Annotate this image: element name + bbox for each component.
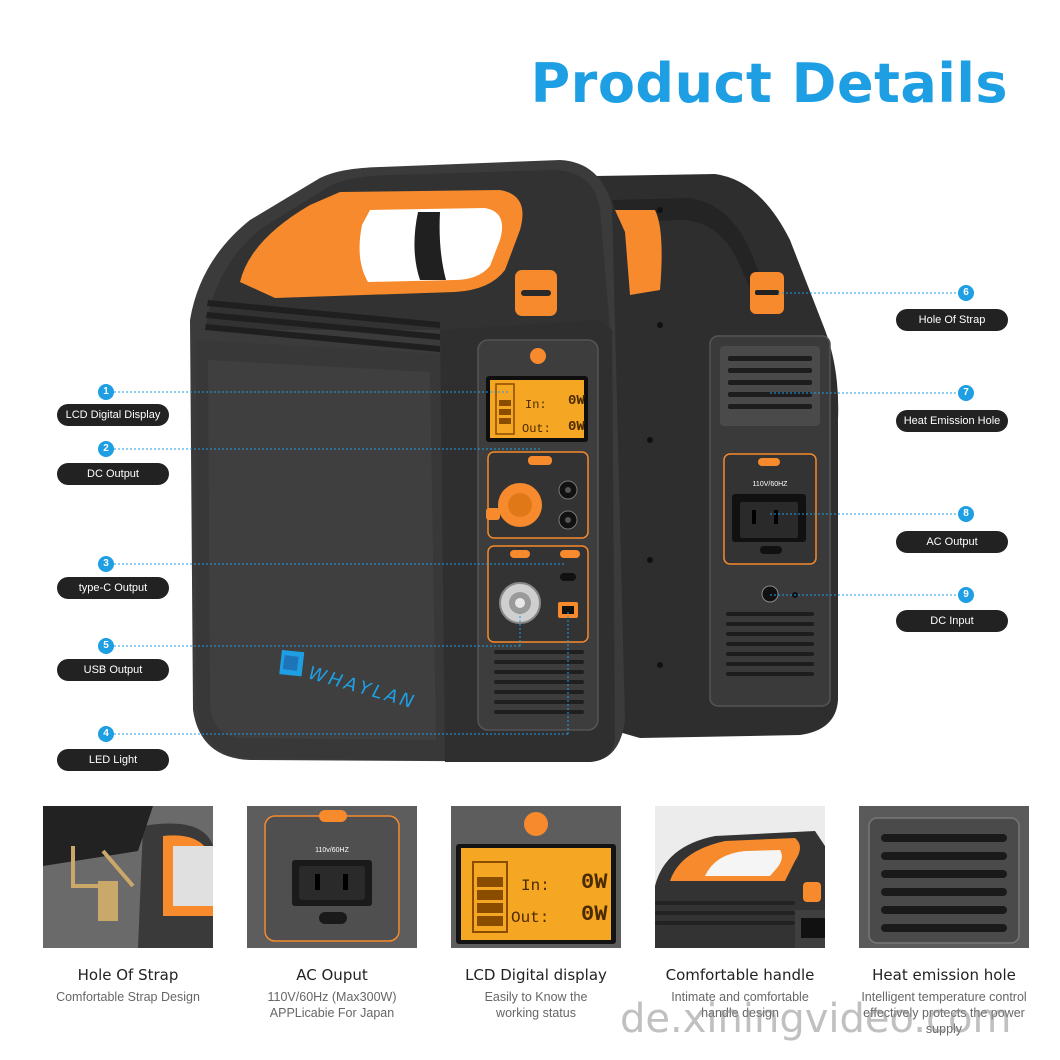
thumb-heat-emission (859, 806, 1029, 948)
callout-number-3: 3 (98, 556, 114, 572)
page-title: Product Details (530, 52, 1008, 115)
thumb-outlet-label: 110v/60HZ (315, 847, 349, 854)
callout-label-heat-emission-hole: Heat Emission Hole (896, 410, 1008, 432)
thumb-lcd-in-label: In: (521, 877, 550, 895)
feature-desc-heat: Intelligent temperature control effectiv… (861, 990, 1027, 1036)
feature-title-ac: AC Ouput (296, 966, 368, 984)
callout-number-4: 4 (98, 726, 114, 742)
lcd-out-value: 0W (568, 419, 585, 435)
thumb-lcd-out-label: Out: (511, 909, 549, 927)
lcd-out-label: Out: (522, 422, 551, 436)
callout-label-hole-of-strap: Hole Of Strap (896, 309, 1008, 331)
feature-desc-handle: Intimate and comfortable handle design (671, 990, 809, 1020)
feature-title-heat: Heat emission hole (872, 966, 1016, 984)
thumb-lcd-in-value: 0W (581, 870, 608, 895)
callout-label-dc-input: DC Input (896, 610, 1008, 632)
callout-label-lcd-display: LCD Digital Display (57, 404, 169, 426)
feature-title-strap: Hole Of Strap (77, 966, 179, 984)
power-station-illustration: 110V/60HZ (114, 160, 958, 762)
feature-title-lcd: LCD Digital display (465, 966, 607, 984)
svg-text:110V/60HZ: 110V/60HZ (753, 481, 789, 488)
callout-number-8: 8 (958, 506, 974, 522)
rear-top-vents (720, 346, 820, 426)
callout-label-dc-output: DC Output (57, 463, 169, 485)
front-unit: In: 0W Out: 0W (190, 160, 625, 762)
rear-unit: 110V/60HZ (595, 174, 839, 738)
callout-number-9: 9 (958, 587, 974, 603)
callout-label-ac-output: AC Output (896, 531, 1008, 553)
callout-number-5: 5 (98, 638, 114, 654)
thumb-ac-output: 110v/60HZ (247, 806, 417, 948)
thumb-hole-of-strap (43, 806, 213, 948)
callout-number-2: 2 (98, 441, 114, 457)
lcd-in-label: In: (525, 398, 547, 412)
callout-number-7: 7 (958, 385, 974, 401)
callout-number-1: 1 (98, 384, 114, 400)
callout-lines (114, 292, 958, 735)
callout-label-usb-output: USB Output (57, 659, 169, 681)
thumb-lcd-display: In: 0W Out: 0W (451, 806, 621, 948)
feature-title-handle: Comfortable handle (665, 966, 815, 984)
feature-desc-strap: Comfortable Strap Design (56, 990, 200, 1004)
thumb-handle (655, 806, 825, 948)
thumb-lcd-out-value: 0W (581, 902, 608, 927)
feature-desc-ac: 110V/60Hz (Max300W) APPLicabie For Japan (267, 990, 397, 1020)
feature-desc-lcd: Easily to Know the working status (484, 990, 588, 1020)
callout-label-led-light: LED Light (57, 749, 169, 771)
lcd-in-value: 0W (568, 393, 585, 409)
callout-number-6: 6 (958, 285, 974, 301)
callout-label-type-c-output: type-C Output (57, 577, 169, 599)
